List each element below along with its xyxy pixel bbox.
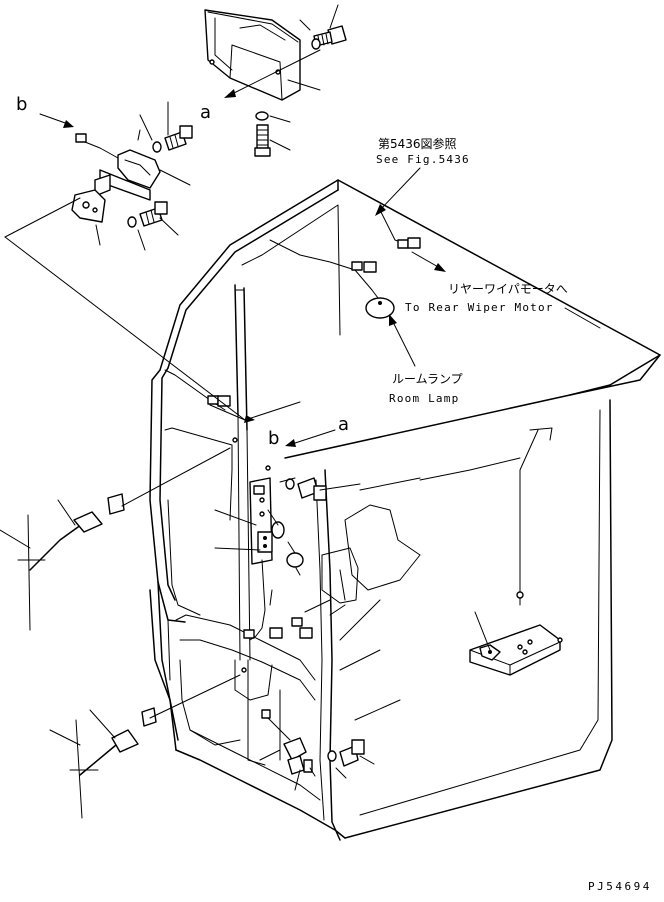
rear-box — [469, 611, 561, 676]
rear-wiper-en-label: To Rear Wiper Motor — [405, 301, 554, 314]
connector-rear-wiper — [397, 237, 421, 249]
arrow-b-top — [39, 113, 74, 128]
bolt-pillar-right — [285, 477, 327, 501]
room-lamp-part — [365, 297, 395, 319]
cab-frame — [149, 179, 661, 841]
room-lamp-jp-label: ルームランプ — [392, 372, 463, 386]
rear-fitting — [516, 591, 524, 599]
washer-top-right — [311, 38, 321, 50]
marker-b-top: b — [16, 94, 27, 115]
rear-fitting-2 — [557, 637, 563, 643]
connector-room-lamp — [351, 261, 377, 273]
arrow-a-cab — [285, 429, 336, 447]
wiper-lower — [49, 667, 247, 819]
switch-bracket — [71, 133, 161, 223]
roof-harness — [164, 209, 421, 411]
rear-wiper-jp-label: リヤーワイパモータへ — [448, 282, 568, 296]
bolt-top-center — [254, 111, 271, 157]
marker-a-cab: a — [338, 414, 349, 435]
callout-leaders — [375, 167, 601, 367]
arrow-a-top — [224, 59, 301, 98]
connector-roof-front — [207, 395, 231, 407]
top-cover-bracket — [204, 9, 301, 101]
drawing-code: PJ54694 — [588, 880, 652, 893]
wiper-upper — [0, 447, 231, 631]
bolt-left-lower — [127, 201, 168, 228]
marker-b-cab: b — [268, 428, 279, 449]
room-lamp-en-label: Room Lamp — [389, 392, 459, 405]
marker-a-top: a — [200, 102, 211, 123]
bolt-door-lower — [327, 739, 365, 767]
fig-ref-en-label: See Fig.5436 — [376, 153, 470, 166]
door-switch-panel — [232, 437, 313, 641]
bolt-left-upper — [152, 125, 193, 153]
door-lock-part — [261, 709, 313, 775]
fig-ref-jp-label: 第5436図参照 — [378, 136, 457, 151]
